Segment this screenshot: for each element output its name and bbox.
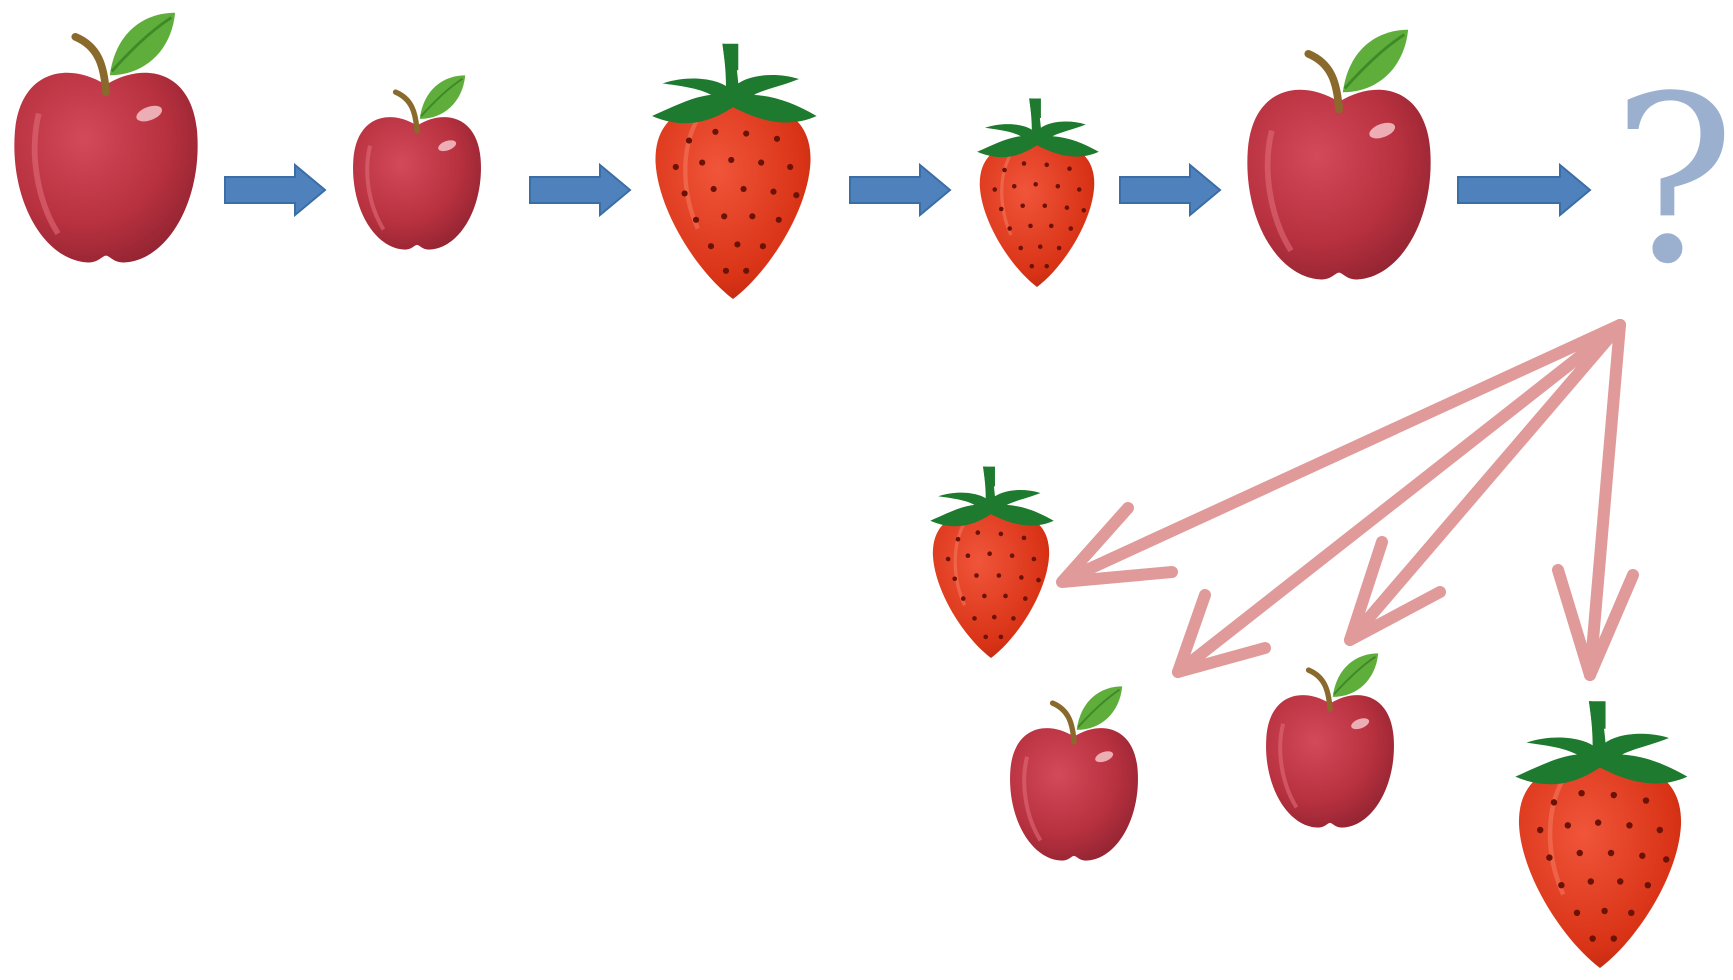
sequence-arrows [224, 162, 1592, 218]
arrow-icon [1344, 319, 1626, 646]
arrow-icon [1552, 564, 1639, 681]
apple-icon [1266, 653, 1394, 827]
strawberry-icon [1515, 701, 1687, 968]
apple-icon [14, 13, 197, 263]
apple-icon [1247, 30, 1430, 280]
arrow-icon [1172, 319, 1626, 678]
arrow-icon [1584, 319, 1626, 681]
arrow-icon [849, 162, 952, 218]
arrow-icon [224, 162, 327, 218]
arrow-icon [529, 162, 632, 218]
apple-icon [353, 75, 481, 249]
arrow-icon [1172, 589, 1271, 678]
option-arrows [1056, 319, 1639, 681]
arrow-icon [1059, 319, 1626, 586]
apple-icon [1010, 686, 1138, 860]
strawberry-icon [928, 464, 1056, 660]
arrow-icon [1119, 162, 1222, 218]
arrow-icon [1457, 162, 1592, 218]
strawberry-icon [975, 96, 1101, 289]
question-mark-icon: ? [1612, 48, 1733, 315]
arrow-icon [1056, 502, 1178, 588]
arrow-icon [1344, 536, 1446, 646]
strawberry-icon [652, 44, 817, 299]
